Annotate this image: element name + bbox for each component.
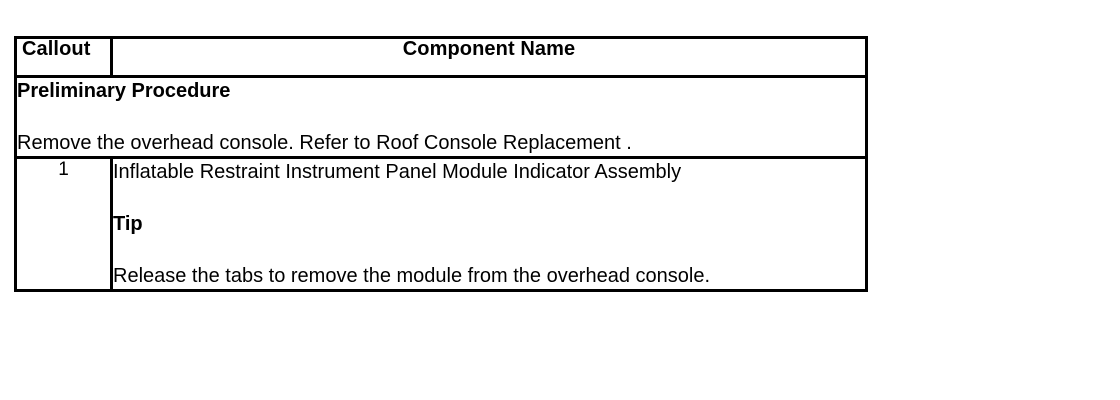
table-header-row: Callout Component Name [14, 36, 868, 78]
table-row: 1 Inflatable Restraint Instrument Panel … [14, 156, 868, 292]
component-spacer-top [113, 185, 865, 211]
column-header-callout: Callout [14, 36, 113, 78]
callout-number: 1 [14, 156, 113, 292]
preliminary-procedure-text: Remove the overhead console. Refer to Ro… [17, 132, 632, 154]
column-header-component-name: Component Name [110, 36, 868, 78]
preliminary-procedure-row: Preliminary Procedure Remove the overhea… [14, 75, 868, 159]
component-spacer-bottom [113, 237, 865, 263]
preliminary-spacer [17, 104, 865, 130]
preliminary-procedure-title: Preliminary Procedure [17, 80, 231, 102]
component-description-cell: Inflatable Restraint Instrument Panel Mo… [110, 156, 868, 292]
tip-label: Tip [113, 213, 143, 235]
component-name-text: Inflatable Restraint Instrument Panel Mo… [113, 161, 682, 183]
preliminary-procedure-cell: Preliminary Procedure Remove the overhea… [14, 75, 868, 159]
tip-text: Release the tabs to remove the module fr… [113, 265, 711, 287]
component-table: Callout Component Name Preliminary Proce… [14, 36, 868, 292]
